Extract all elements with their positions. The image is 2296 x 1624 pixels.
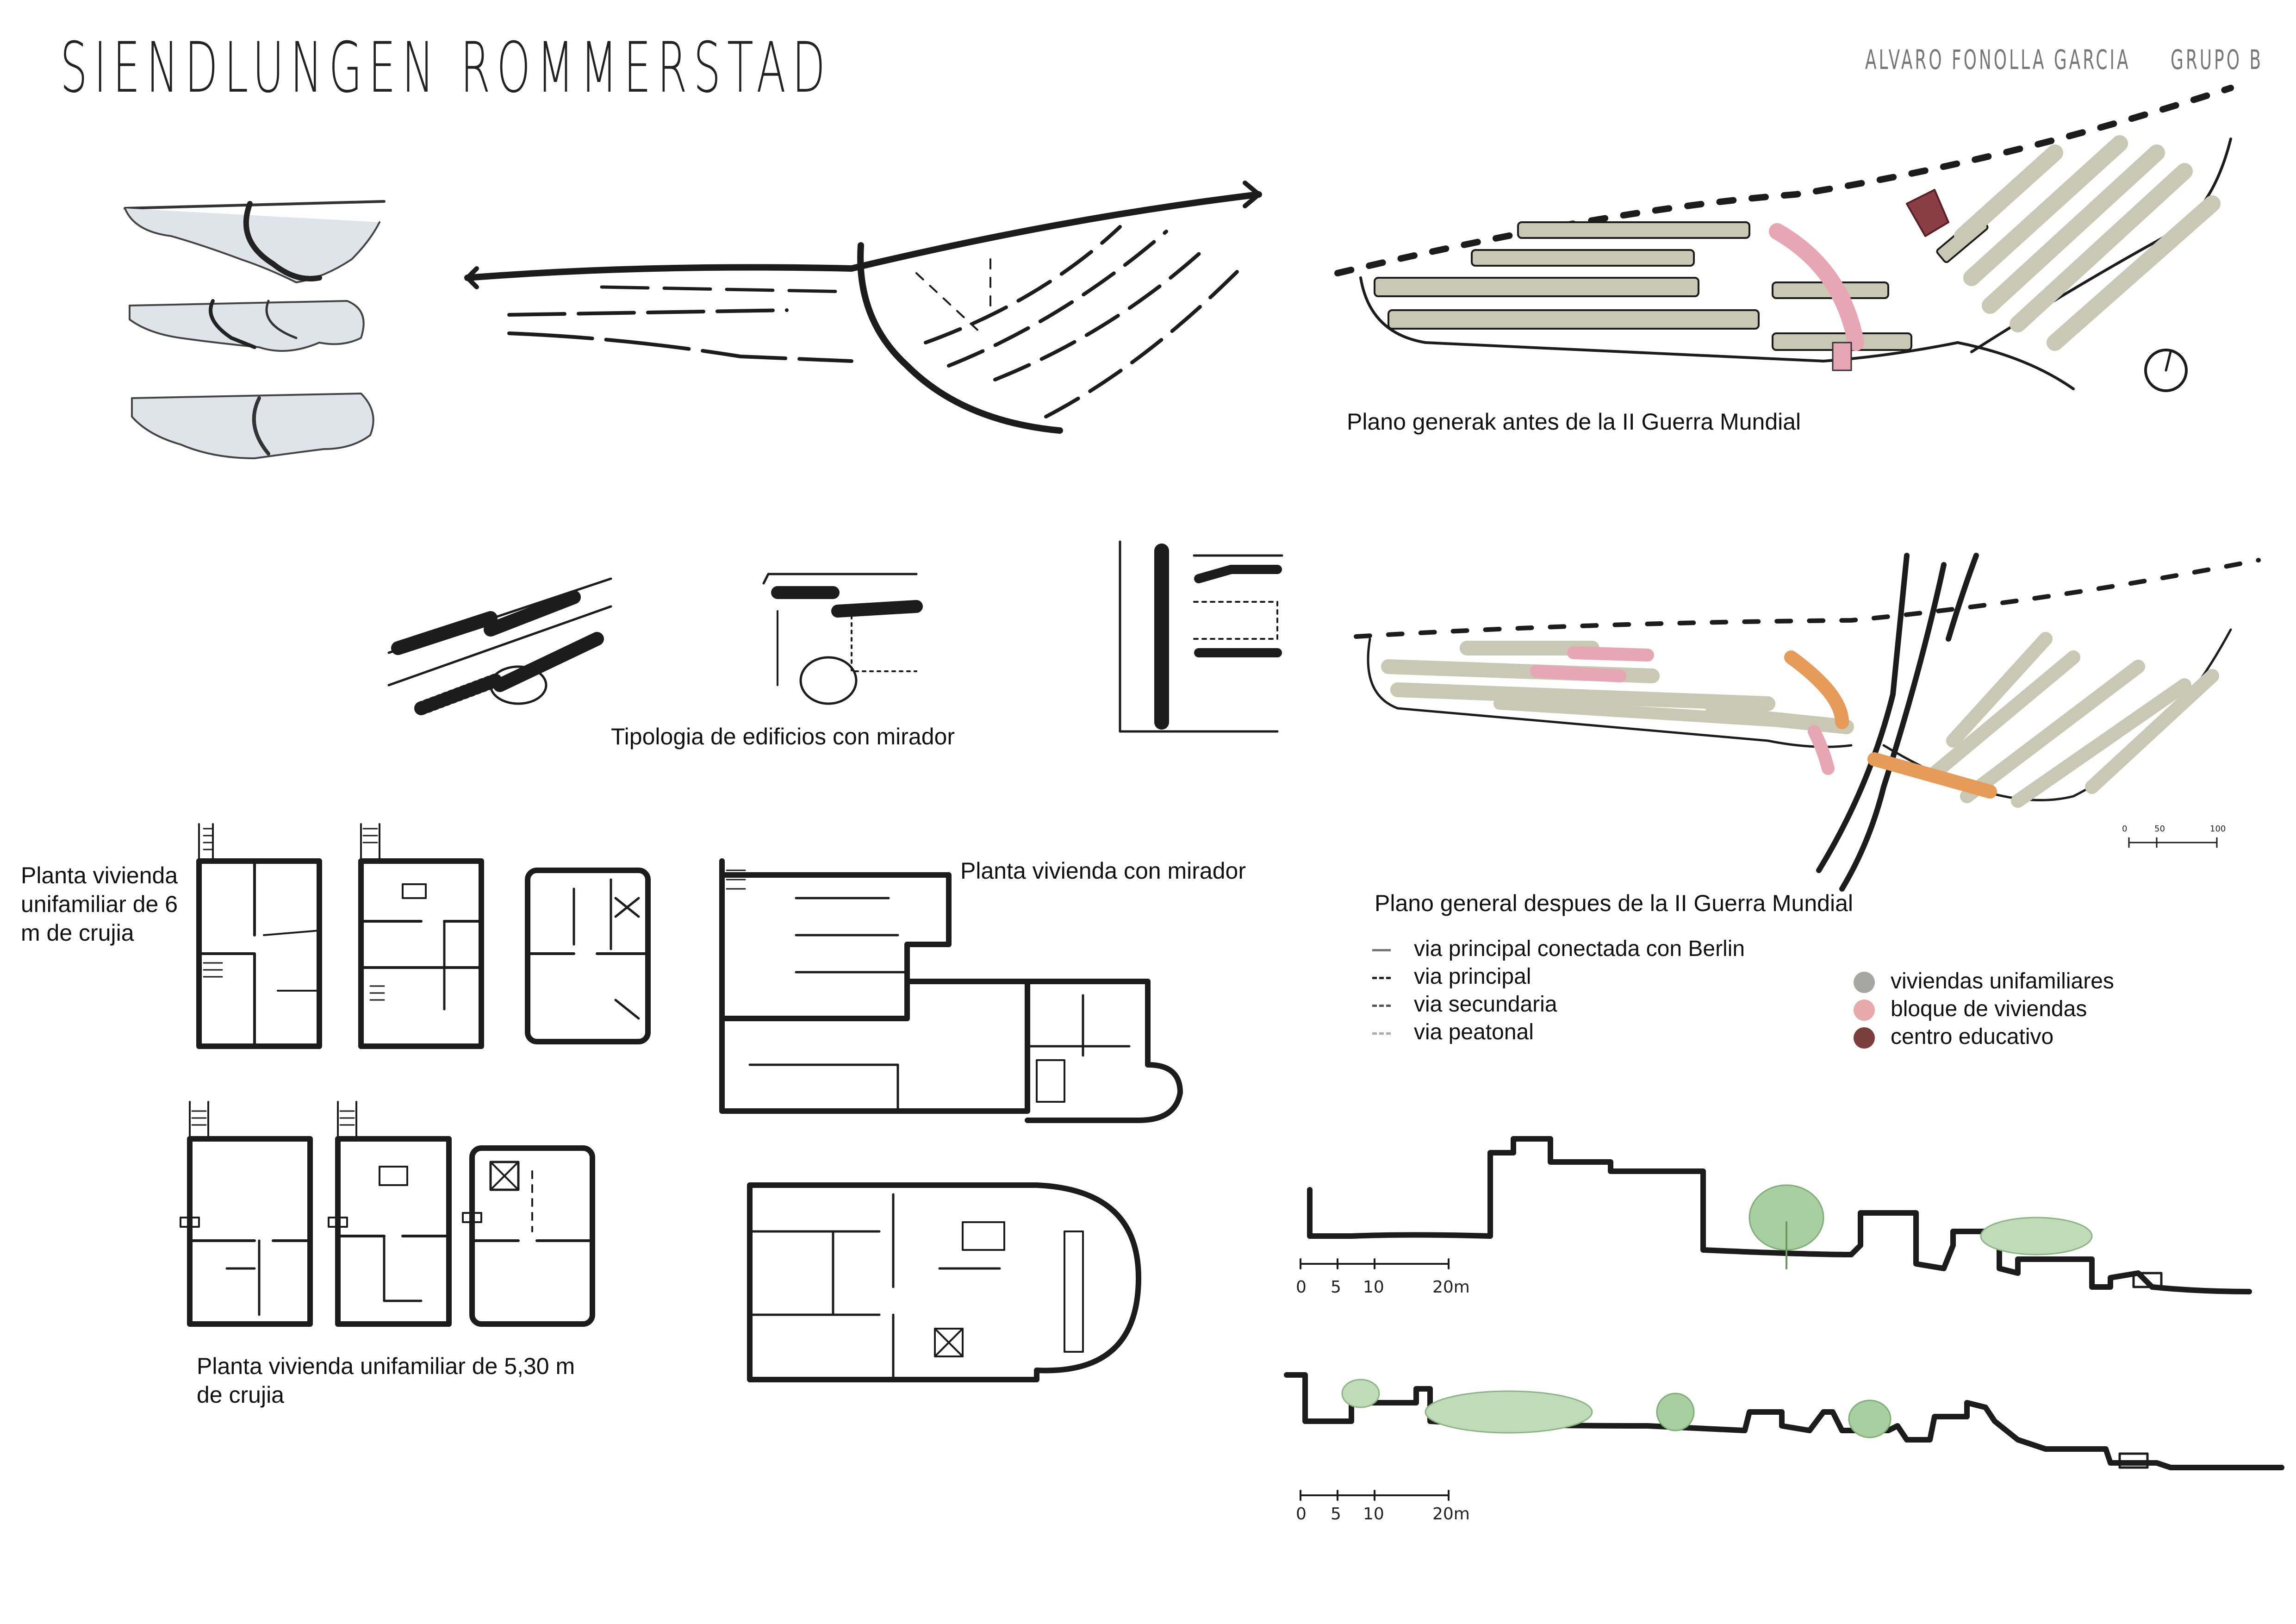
legend-road-secondary: via secundaria (1372, 991, 1745, 1018)
section-2 (1284, 1372, 2284, 1470)
section-2-trees (1341, 1379, 1892, 1438)
floor-plan-mirador-1 (719, 858, 1183, 1123)
legend-block: bloque de viviendas (1854, 995, 2114, 1023)
after-block-3 (1808, 725, 1835, 775)
grey-dot-icon (1854, 972, 1875, 993)
evolution-sketch-1 (124, 200, 386, 283)
floor-plan-mirador-2 (747, 1182, 1141, 1382)
plan-6m-1 (196, 823, 322, 1049)
plan-530-2 (328, 1101, 452, 1327)
scale-1-tick-0: 0 (1296, 1278, 1307, 1297)
layout-sketch (464, 181, 1262, 434)
house-530-caption: Planta vivienda unifamiliar de 5,30 m de… (197, 1353, 575, 1408)
scale-2-tick-10: 10 (1363, 1505, 1384, 1524)
typology-sketch-2 (762, 573, 923, 705)
after-houses (1381, 632, 2219, 808)
typology-sketches (387, 540, 1283, 733)
solid-line-icon (1372, 949, 1391, 951)
plan-530-3 (462, 1145, 595, 1327)
before-block-highlight (1769, 223, 1864, 351)
legend-school: centro educativo (1854, 1023, 2114, 1051)
map-scale-100: 100 (2210, 824, 2226, 834)
typology-sketch-3 (1119, 540, 1283, 733)
house-mirador-caption: Planta vivienda con mirador (960, 858, 1246, 884)
plan-6m-2 (358, 823, 484, 1049)
plan-after-caption: Plano general despues de la II Guerra Mu… (1375, 890, 1853, 916)
brown-dot-icon (1854, 1027, 1875, 1049)
before-school (1906, 189, 1949, 237)
legend-houses: viviendas unifamiliares (1854, 968, 2114, 995)
section-1-trees (1748, 1184, 2093, 1269)
dashed-line-icon (1372, 1004, 1391, 1007)
scale-bar-2 (1300, 1490, 1450, 1501)
map-scale-bar (2128, 837, 2218, 848)
scale-1-tick-20: 20m (1432, 1278, 1470, 1297)
before-houses (1374, 135, 2221, 351)
scale-1-tick-5: 5 (1331, 1278, 1341, 1297)
house-6m-caption: Planta vivienda unifamiliar de 6 m de cr… (21, 862, 178, 946)
floor-plans-530 (180, 1101, 595, 1327)
evolution-sketch-3 (131, 393, 374, 459)
dotted-line-icon (1372, 1032, 1391, 1035)
after-block-2 (1530, 665, 1626, 682)
dashed-line-icon (1372, 976, 1391, 979)
author-name: ALVARO FONOLLA GARCIA (1865, 44, 2131, 75)
after-orange-1 (1784, 650, 1849, 729)
section-1 (1307, 1136, 2252, 1294)
group-label: GRUPO B (2171, 44, 2263, 75)
map-scale-0: 0 (2122, 824, 2128, 834)
evolution-sketch-2 (129, 299, 365, 352)
legend-road-main-berlin: via principal conectada con Berlin (1372, 935, 1745, 963)
typology-sketch-1 (387, 577, 612, 715)
scale-2-tick-0: 0 (1296, 1505, 1307, 1524)
legend-road-pedestrian: via peatonal (1372, 1018, 1745, 1046)
scale-2-tick-5: 5 (1331, 1505, 1341, 1524)
scale-1-tick-10: 10 (1363, 1278, 1384, 1297)
plan-6m-3 (525, 868, 651, 1044)
before-block-small (1832, 342, 1852, 371)
plan-530-1 (180, 1101, 313, 1327)
building-legend: viviendas unifamiliares bloque de vivien… (1854, 968, 2114, 1051)
map-scale-50: 50 (2154, 824, 2165, 834)
after-orange-2 (1867, 752, 1997, 799)
sheet-title: SIENDLUNGEN ROMMERSTAD (60, 28, 832, 108)
site-plan-before (1334, 85, 2234, 392)
legend-road-main: via principal (1372, 963, 1745, 991)
site-evolution-sketches (124, 200, 386, 459)
floor-plans-6m (196, 823, 651, 1049)
plan-before-caption: Plano generak antes de la II Guerra Mund… (1347, 409, 1801, 435)
after-block-1 (1567, 646, 1654, 662)
scale-bar-1 (1300, 1258, 1450, 1269)
pink-dot-icon (1854, 999, 1875, 1021)
site-plan-after (1354, 553, 2261, 892)
typology-caption: Tipologia de edificios con mirador (611, 724, 955, 750)
compass-icon (2144, 349, 2188, 392)
road-legend: via principal conectada con Berlin via p… (1372, 935, 1745, 1046)
scale-2-tick-20: 20m (1432, 1505, 1470, 1524)
